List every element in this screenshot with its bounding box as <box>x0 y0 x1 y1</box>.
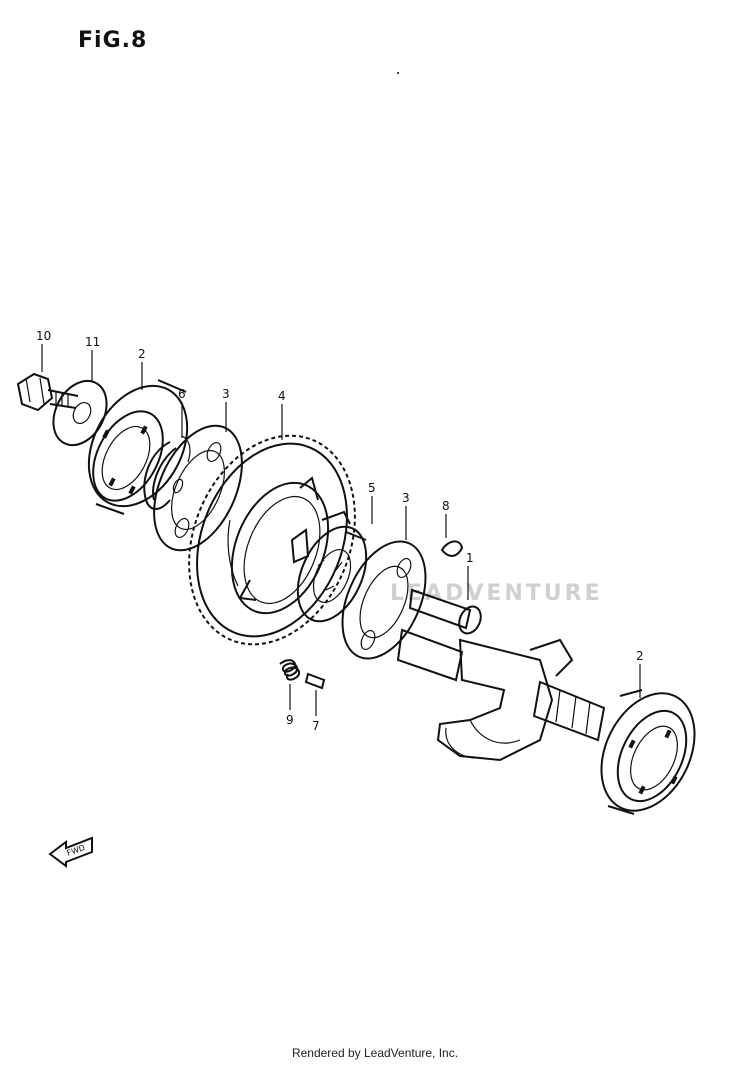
callout-4: 4 <box>278 389 286 403</box>
callout-3-left: 3 <box>222 387 230 401</box>
part-8-key <box>440 540 464 557</box>
callout-11: 11 <box>85 335 100 349</box>
callout-10: 10 <box>36 329 51 343</box>
part-3-plate-left <box>153 424 243 552</box>
part-10-bolt <box>16 372 79 412</box>
callout-7: 7 <box>312 719 320 733</box>
part-9-spring <box>279 659 300 681</box>
speck <box>397 72 399 74</box>
part-1-balancer-shaft <box>396 588 606 762</box>
callout-9: 9 <box>286 713 294 727</box>
part-5-hub <box>296 525 368 623</box>
callout-1: 1 <box>466 551 474 565</box>
callout-8: 8 <box>442 499 450 513</box>
part-11-washer <box>52 379 108 447</box>
callout-5: 5 <box>368 481 376 495</box>
callout-6: 6 <box>178 387 186 401</box>
fwd-arrow-icon: FWD <box>48 836 93 868</box>
callout-2-left: 2 <box>138 347 146 361</box>
callout-3-right: 3 <box>402 491 410 505</box>
footer-credit: Rendered by LeadVenture, Inc. <box>291 1046 459 1060</box>
part-7-pin <box>304 672 326 690</box>
figure-title: FiG.8 <box>78 28 148 53</box>
callout-2-right: 2 <box>636 649 644 663</box>
part-6-snap-ring <box>143 435 191 510</box>
part-2-bearing-left <box>87 379 189 515</box>
part-3-plate-right <box>341 540 427 660</box>
leader-lines <box>41 344 641 716</box>
part-2-bearing-right <box>600 689 696 815</box>
part-4-gear <box>188 434 356 646</box>
